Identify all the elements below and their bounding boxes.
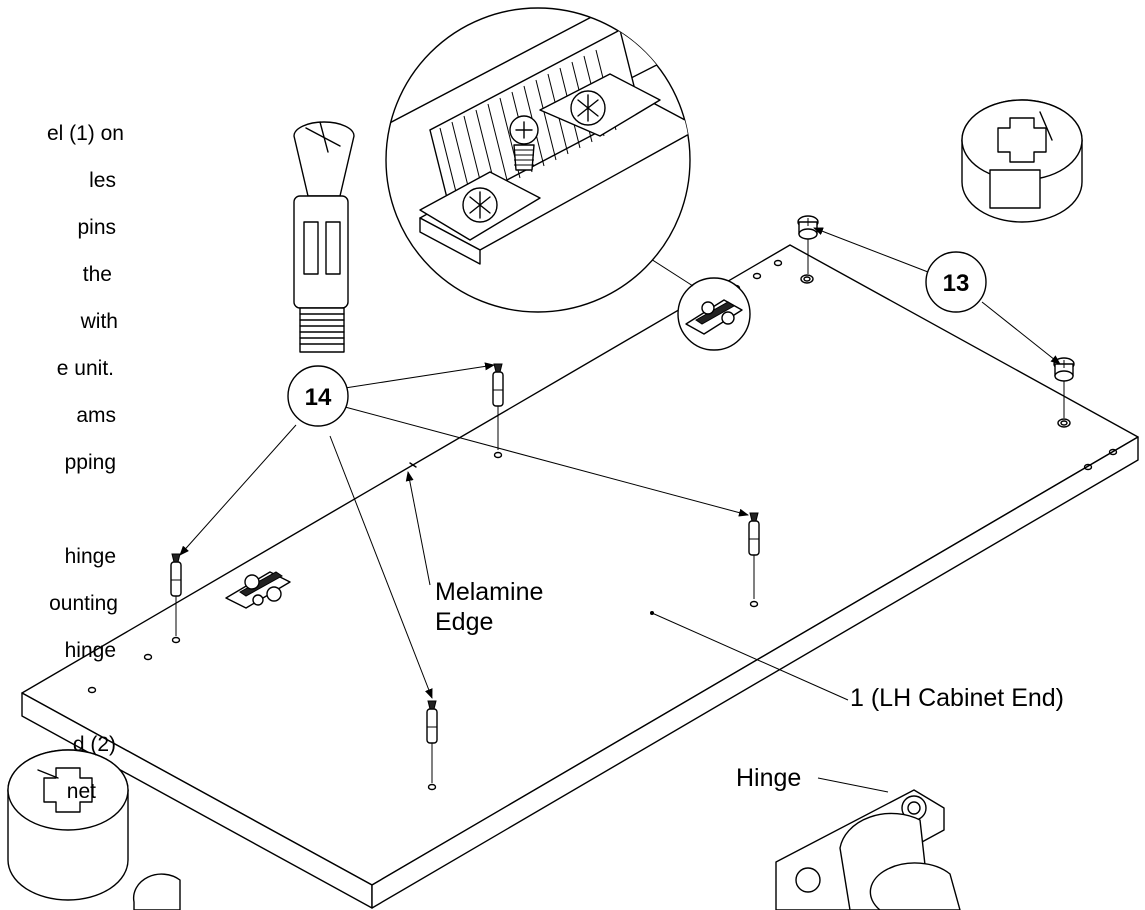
hinge-mounting-plate <box>225 277 751 609</box>
cabinet-end-panel <box>21 215 1139 909</box>
hinge-plate-detail-view <box>385 7 694 313</box>
cam-lock-large-bottom <box>7 749 181 910</box>
callout-14-label: 14 <box>305 384 332 411</box>
melamine-edge-label-line2: Edge <box>435 608 493 636</box>
hinge <box>775 789 961 910</box>
callout-13-label: 13 <box>943 270 970 297</box>
melamine-edge-label-line1: Melamine <box>435 578 543 606</box>
cam-lock-large-top <box>961 99 1083 223</box>
callout-leaders <box>179 227 1061 793</box>
hinge-label: Hinge <box>736 764 801 792</box>
instruction-line: d (2) <box>73 733 116 756</box>
instruction-line: el (1) on <box>47 122 124 145</box>
instruction-line: ams <box>76 404 116 427</box>
dowel-thread <box>299 313 345 345</box>
instruction-line: hinge <box>65 639 116 662</box>
instruction-line: les <box>89 169 116 192</box>
instruction-text: el (1) on les pins the with e unit. ams … <box>47 122 124 803</box>
dowel-large <box>293 121 355 353</box>
instruction-line: hinge <box>65 545 116 568</box>
instruction-line: pping <box>65 451 116 474</box>
instruction-line: net <box>67 780 96 803</box>
instruction-line: the <box>83 263 112 286</box>
screw-thread <box>514 149 534 166</box>
instruction-line: ounting <box>49 592 118 615</box>
callout-13: 13 <box>925 251 987 313</box>
callout-14: 14 <box>287 365 349 427</box>
instruction-line: pins <box>77 216 116 239</box>
instruction-line: e unit. <box>57 357 114 380</box>
panel-dowels <box>170 363 760 783</box>
part-name-label: 1 (LH Cabinet End) <box>850 684 1064 712</box>
instruction-line: with <box>80 310 118 333</box>
